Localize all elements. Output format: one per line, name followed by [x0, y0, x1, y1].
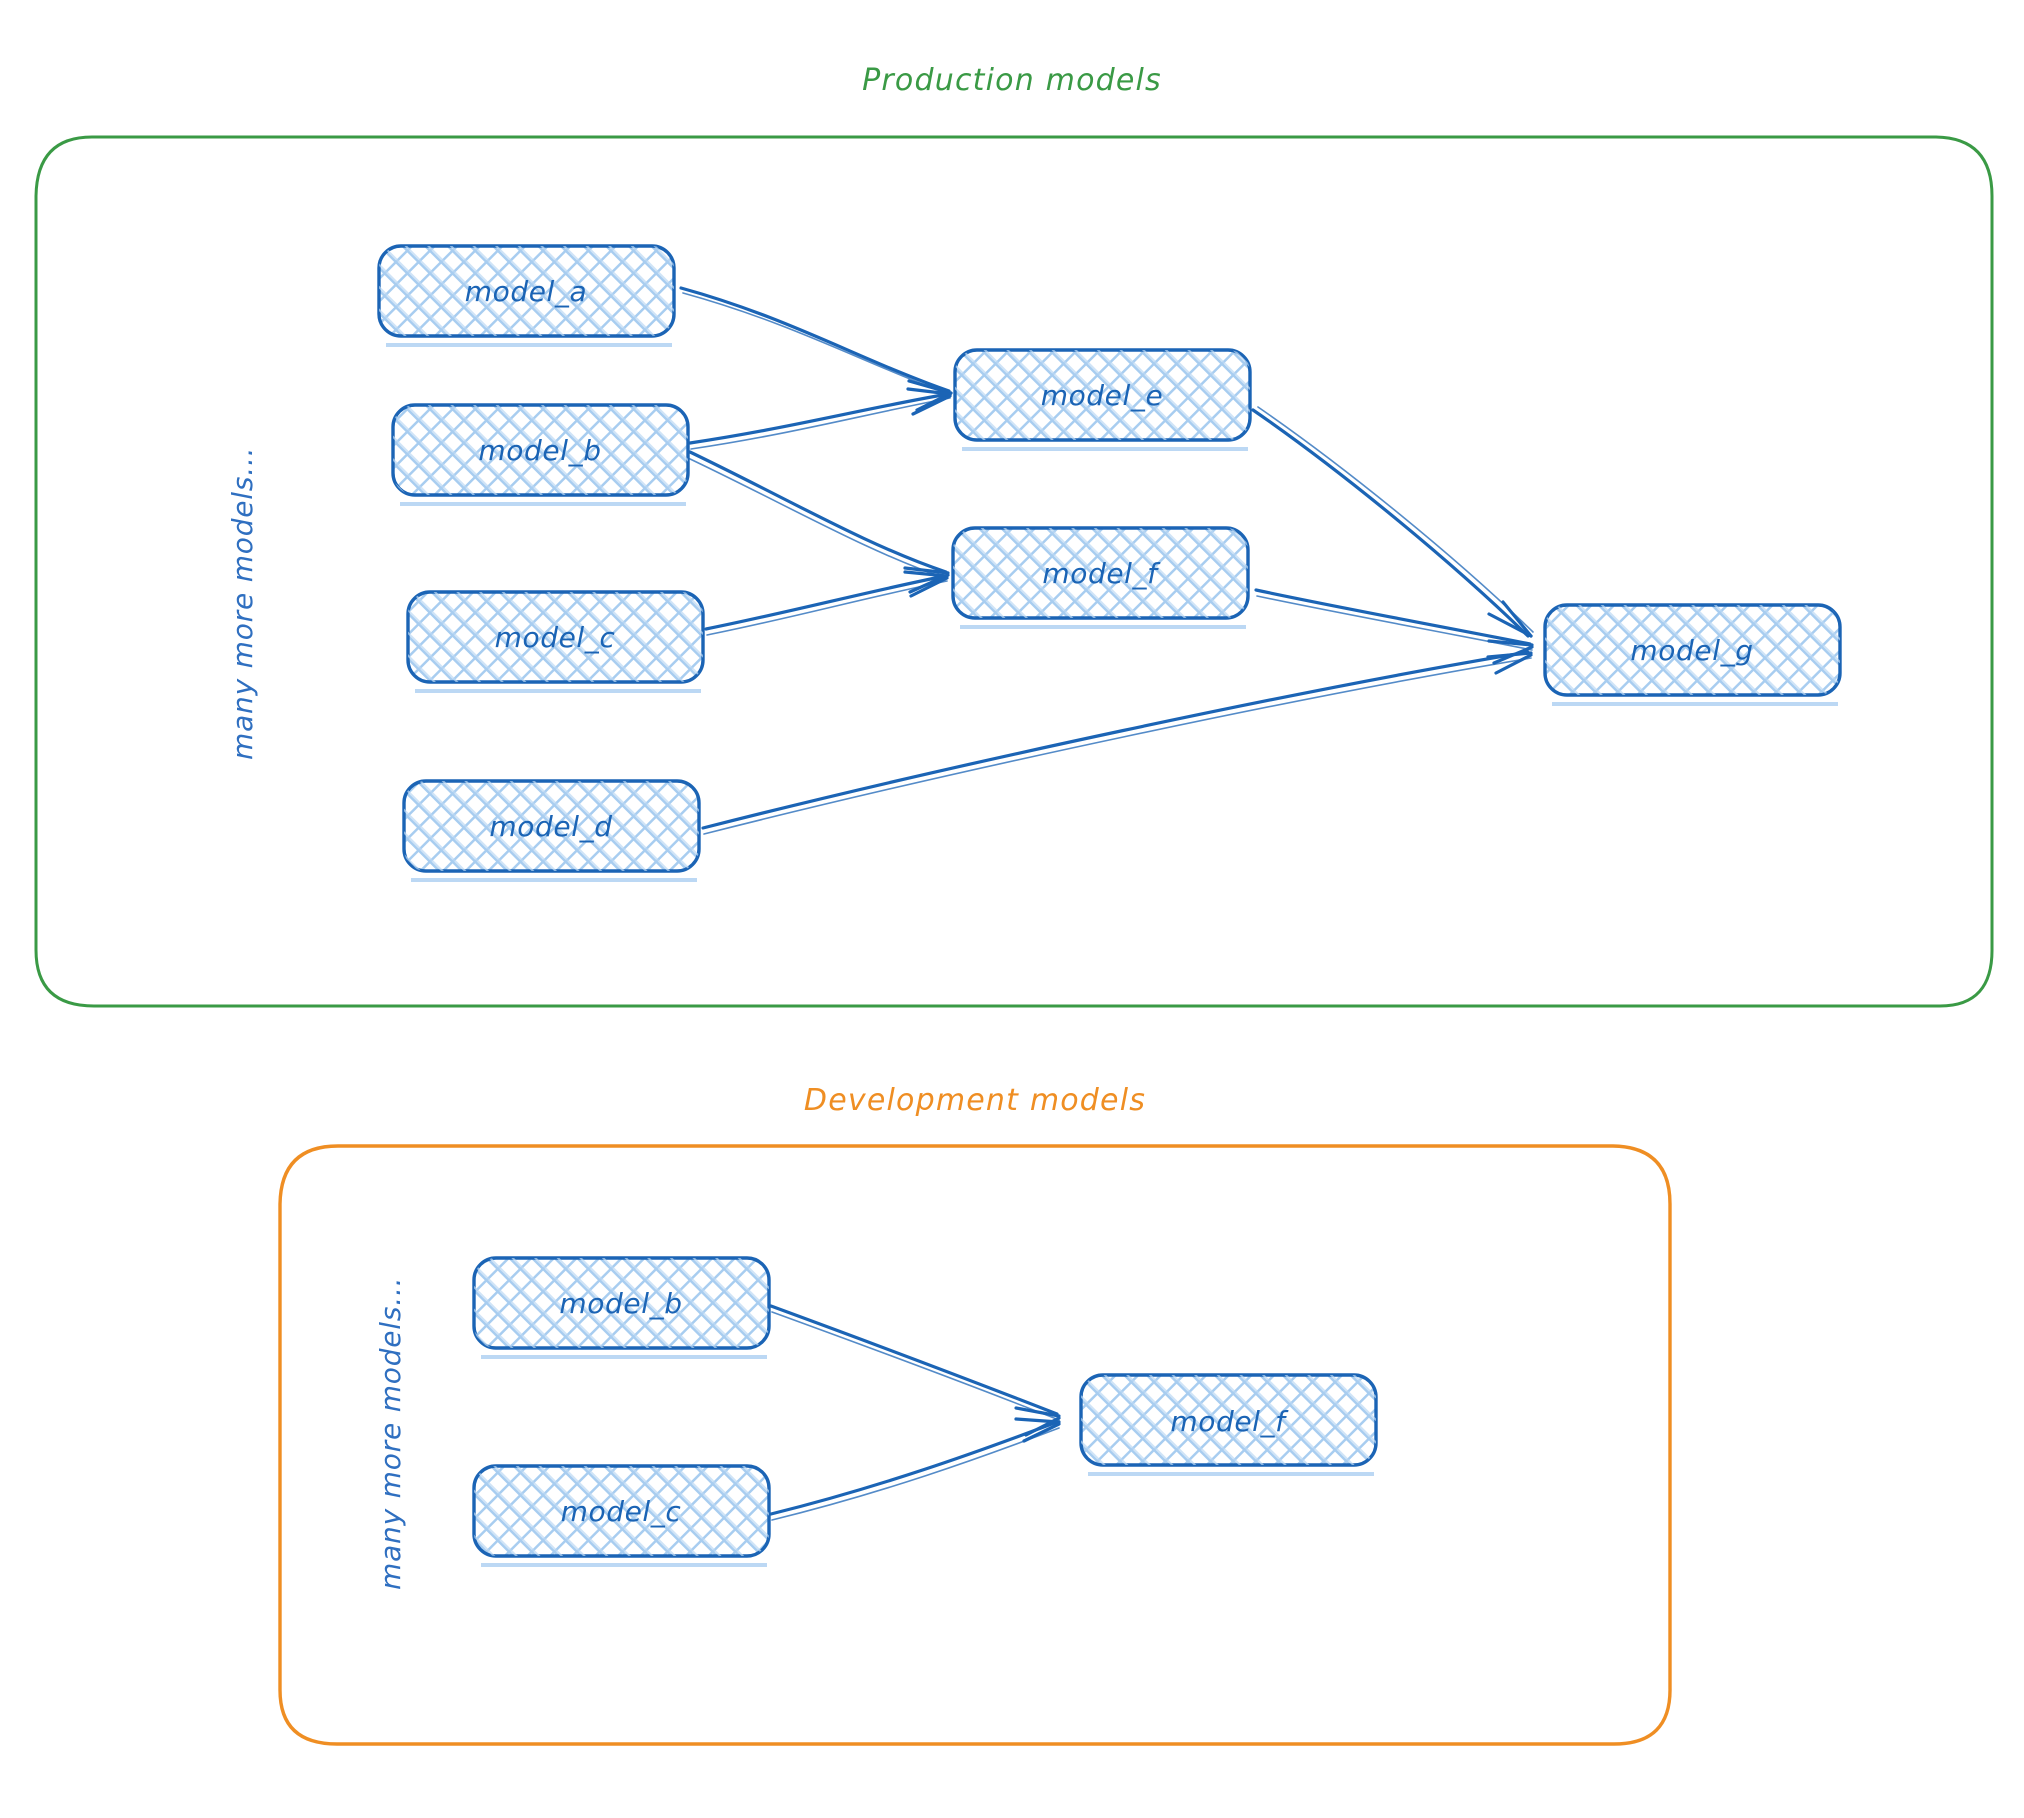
node-prod-model-g[interactable]: model_g — [1543, 603, 1842, 706]
node-dev-model-f-hatch-overlay — [1081, 1375, 1376, 1465]
node-dev-model-b-label: model_b — [559, 1287, 682, 1320]
node-prod-model-a-label: model_a — [465, 275, 588, 308]
development-nodes: model_b model_c model_f — [472, 1256, 1378, 1567]
node-prod-model-g-hatch-overlay — [1545, 605, 1840, 695]
node-prod-model-d-label: model_d — [489, 810, 612, 843]
node-prod-model-b[interactable]: model_b — [391, 403, 690, 506]
node-prod-model-c[interactable]: model_c — [406, 590, 705, 693]
node-prod-model-f-hatch-overlay — [953, 528, 1248, 618]
node-prod-model-e-label: model_e — [1041, 379, 1164, 412]
node-prod-model-e[interactable]: model_e — [953, 348, 1252, 451]
development-edges — [769, 1304, 1061, 1521]
node-dev-model-f-label: model_f — [1170, 1405, 1289, 1438]
development-group-title: Development models — [804, 1083, 1146, 1118]
node-prod-model-c-label: model_c — [495, 621, 616, 654]
node-dev-model-c-label: model_c — [561, 1495, 682, 1528]
development-many-more-models-label: many more models... — [374, 1277, 407, 1590]
production-many-more-models-label: many more models... — [226, 447, 259, 760]
node-prod-model-f-label: model_f — [1042, 557, 1161, 590]
edge-dev-model-b-to-model-f — [769, 1304, 1061, 1437]
edge-model-e-to-model-g — [1251, 406, 1534, 638]
production-group: Production models many more models... — [34, 63, 1994, 1008]
node-dev-model-f[interactable]: model_f — [1079, 1373, 1378, 1476]
node-prod-model-a[interactable]: model_a — [377, 244, 676, 347]
node-prod-model-f[interactable]: model_f — [951, 526, 1250, 629]
node-dev-model-b[interactable]: model_b — [472, 1256, 771, 1359]
node-prod-model-d[interactable]: model_d — [402, 779, 701, 882]
development-group: Development models many more models... — [278, 1083, 1672, 1746]
node-prod-model-c-hatch-overlay — [408, 592, 703, 682]
production-edges — [679, 286, 1534, 835]
production-group-title: Production models — [862, 63, 1162, 98]
development-group-border — [278, 1144, 1672, 1746]
node-dev-model-c[interactable]: model_c — [472, 1464, 771, 1567]
edge-dev-model-c-to-model-f — [769, 1417, 1061, 1521]
edge-model-b-to-model-e — [688, 387, 952, 450]
node-dev-model-c-hatch-overlay — [474, 1466, 769, 1556]
node-prod-model-b-label: model_b — [478, 434, 601, 467]
production-nodes: model_a model_b model_c — [377, 244, 1842, 882]
node-prod-model-b-hatch-overlay — [393, 405, 688, 495]
edge-model-c-to-model-f — [704, 570, 949, 636]
edge-model-d-to-model-g — [701, 650, 1533, 835]
node-prod-model-g-label: model_g — [1630, 634, 1753, 667]
production-group-border — [34, 135, 1994, 1008]
node-prod-model-e-hatch-overlay — [955, 350, 1250, 440]
node-prod-model-d-hatch-overlay — [404, 781, 699, 871]
edge-model-a-to-model-e — [679, 286, 953, 412]
edge-model-b-to-model-f — [687, 450, 950, 594]
node-prod-model-a-hatch-overlay — [379, 246, 674, 336]
node-dev-model-b-hatch-overlay — [474, 1258, 769, 1348]
